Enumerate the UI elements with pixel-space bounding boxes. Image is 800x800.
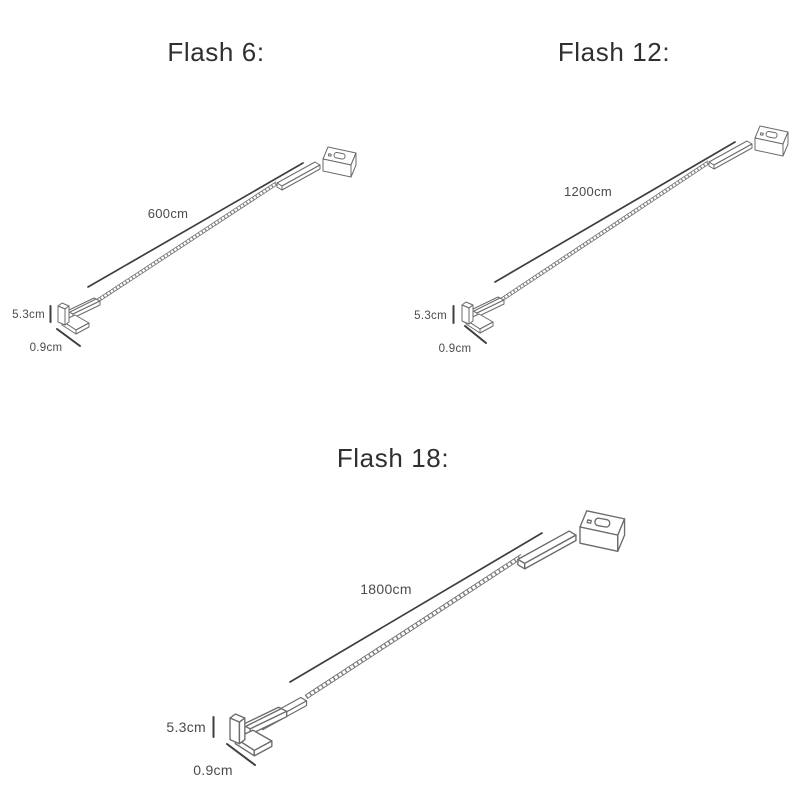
flash-12-strip bbox=[499, 160, 711, 302]
flash-6-length-label: 600cm bbox=[148, 206, 189, 221]
flash-6-strip bbox=[95, 181, 279, 303]
flash-12-length-label: 1200cm bbox=[564, 184, 612, 199]
flash-6-diagram: 600cm 5.3cm 0.9cm bbox=[12, 147, 356, 354]
flash-12-length-dimension-line bbox=[494, 141, 736, 283]
flash-12-title: Flash 12: bbox=[557, 37, 671, 67]
flash-18-height-label: 5.3cm bbox=[166, 719, 206, 735]
flash-12-diagram: 1200cm 5.3cm 0.9cm bbox=[414, 126, 788, 355]
flash-18-diagram: 1800cm 5.3cm 0.9cm bbox=[166, 511, 624, 778]
flash-18-length-label: 1800cm bbox=[360, 581, 412, 597]
flash-18-strip bbox=[304, 553, 524, 700]
flash-6-power-connector bbox=[277, 147, 356, 190]
flash-18-width-label: 0.9cm bbox=[193, 762, 233, 778]
flash-12-height-label: 5.3cm bbox=[414, 310, 447, 322]
flash-18-length-dimension-line bbox=[289, 532, 543, 683]
flash-6-width-tick bbox=[56, 328, 81, 347]
flash-6-length-dimension-line bbox=[87, 162, 304, 288]
flash-6-height-label: 5.3cm bbox=[12, 309, 45, 321]
flash-6-end-clip bbox=[57, 297, 101, 335]
flash-18-power-connector bbox=[518, 511, 625, 569]
flash-12-width-label: 0.9cm bbox=[439, 343, 472, 355]
flash-12-width-tick bbox=[464, 325, 487, 344]
flash-6-title: Flash 6: bbox=[167, 37, 265, 67]
flash-6-width-label: 0.9cm bbox=[30, 342, 63, 354]
flash-18-end-clip bbox=[229, 706, 288, 757]
flash-18-width-tick bbox=[226, 743, 256, 766]
flash-18-title: Flash 18: bbox=[336, 443, 450, 473]
flash-12-power-connector bbox=[709, 126, 788, 169]
